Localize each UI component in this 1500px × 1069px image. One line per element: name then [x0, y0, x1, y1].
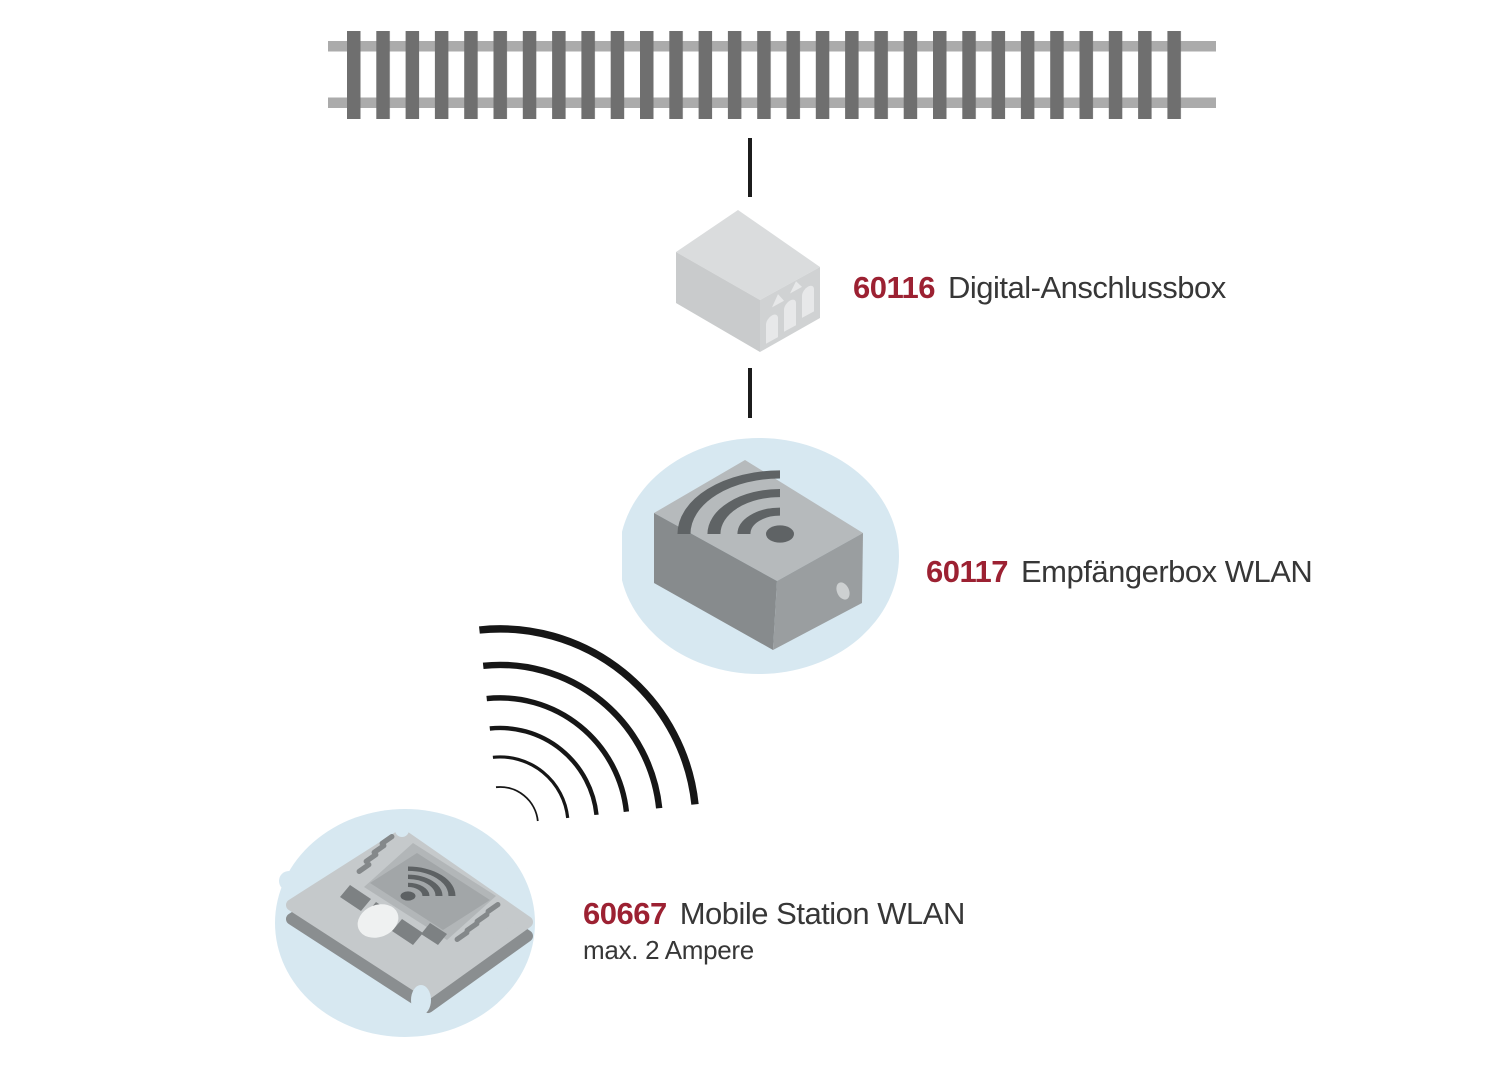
wifi-icon: [677, 470, 794, 543]
wifi-icon: [400, 866, 456, 901]
device-number: 60667: [583, 896, 667, 931]
wifi-waves-icon: [479, 625, 699, 822]
connector-line-track-to-box: [748, 138, 752, 197]
device-label-60117: 60117 Empfängerbox WLAN: [926, 554, 1313, 589]
corner-notch: [279, 871, 299, 891]
device-note-max-ampere: max. 2 Ampere: [583, 935, 754, 965]
box-left-face: [676, 252, 760, 352]
vent-slots-upper: [356, 834, 395, 874]
connector-line-box-to-receiver: [748, 368, 752, 418]
railroad-track-graphic: [328, 30, 1216, 120]
device-label-60667: 60667 Mobile Station WLAN: [583, 898, 965, 929]
digital-connect-box-illustration: [676, 210, 820, 352]
device-name: Empfängerbox WLAN: [1021, 554, 1313, 589]
track-ties: [343, 30, 1188, 120]
wlan-receiver-box-illustration: [622, 438, 899, 674]
device-number: 60117: [926, 554, 1009, 589]
device-name: Digital-Anschlussbox: [948, 270, 1226, 305]
box-left-face: [654, 513, 777, 650]
vent-slots-lower: [454, 902, 501, 942]
mobile-station-illustration: [275, 809, 535, 1037]
corner-notch: [411, 985, 431, 1015]
corner-notch: [395, 823, 409, 837]
box-right-face: [773, 533, 863, 650]
connector-sockets: [766, 281, 814, 344]
screen-panel: [370, 853, 490, 930]
device-number: 60116: [853, 270, 936, 305]
box-top-face: [676, 210, 820, 300]
device-label-60116: 60116 Digital-Anschlussbox: [853, 272, 1226, 303]
stop-button: [357, 904, 399, 938]
led-dot: [836, 582, 850, 600]
device-name: Mobile Station WLAN: [679, 896, 966, 931]
